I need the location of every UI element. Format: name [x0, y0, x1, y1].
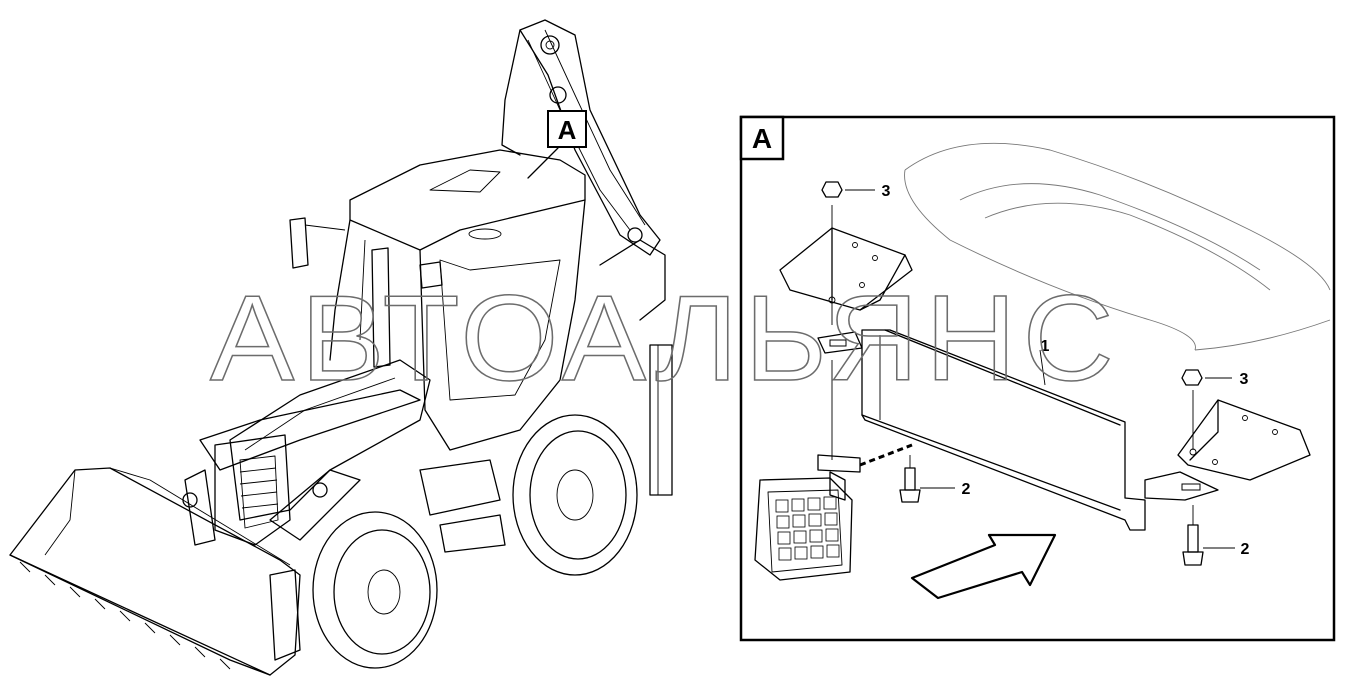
item-1-label: 1: [1041, 338, 1050, 355]
mount-bracket-left: [779, 205, 913, 460]
front-wheel: [312, 511, 438, 669]
item-2-right-label: 2: [1241, 541, 1250, 558]
detail-view-label: A: [752, 123, 772, 154]
item-2-left-label: 2: [962, 481, 971, 498]
watermark-text: АВТОАЛЬЯНС: [210, 270, 1120, 406]
hood-outline: [904, 142, 1331, 351]
mount-bracket-right: [1177, 390, 1311, 481]
backhoe-loader-drawing: [9, 19, 673, 676]
cab: [289, 149, 586, 451]
backhoe-arm: [501, 19, 673, 496]
loader-bucket: [9, 467, 301, 676]
item-3-right-label: 3: [1240, 371, 1249, 388]
loader-arms: [182, 389, 421, 546]
item-2-left-bolt: 2: [899, 455, 971, 503]
direction-arrow: [910, 533, 1057, 600]
overview-view-label: A: [558, 115, 577, 145]
detail-view-frame: A: [739, 115, 1336, 642]
work-lamp: [754, 443, 913, 581]
item-3-top-label: 3: [882, 183, 891, 200]
item-2-right-bolt: 2: [1182, 505, 1250, 566]
item-3-right-nut: 3: [1181, 369, 1249, 388]
item-3-top-nut: 3: [821, 181, 891, 200]
body: [214, 359, 506, 553]
rear-wheel: [512, 414, 638, 576]
overview-view-callout: A: [527, 110, 587, 179]
item-1-bracket: 1: [817, 329, 1219, 531]
